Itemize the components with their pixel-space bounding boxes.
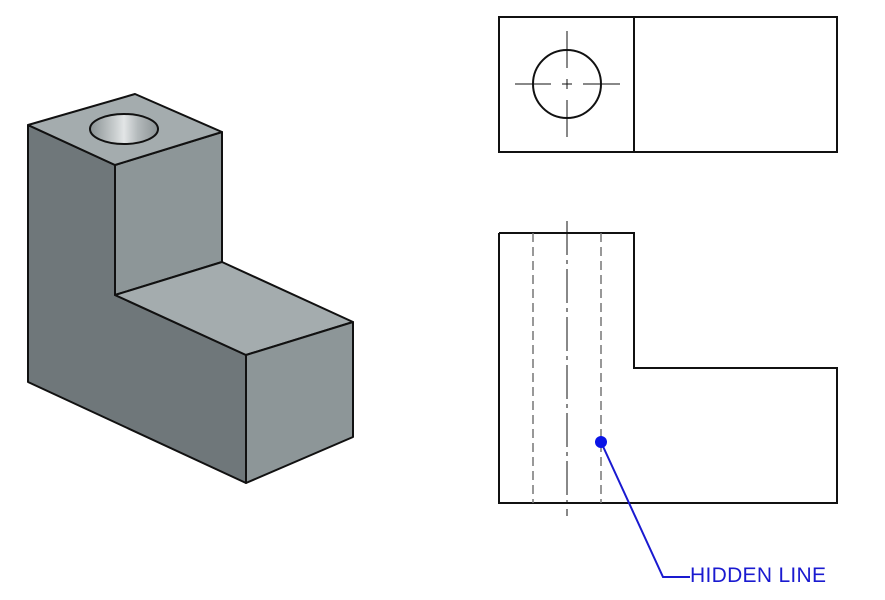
iso-lower-right-face	[245, 321, 354, 484]
callout-dot	[595, 436, 607, 448]
front-view-outline	[498, 232, 838, 504]
isometric-view	[27, 93, 354, 484]
iso-hole	[89, 113, 159, 145]
hidden-line-callout	[595, 436, 690, 578]
top-view	[498, 16, 838, 153]
callout-label: HIDDEN LINE	[690, 564, 827, 587]
top-view-center-lines	[515, 31, 620, 137]
callout-leader	[600, 441, 690, 578]
top-view-outline	[498, 16, 838, 153]
front-view	[498, 221, 838, 516]
